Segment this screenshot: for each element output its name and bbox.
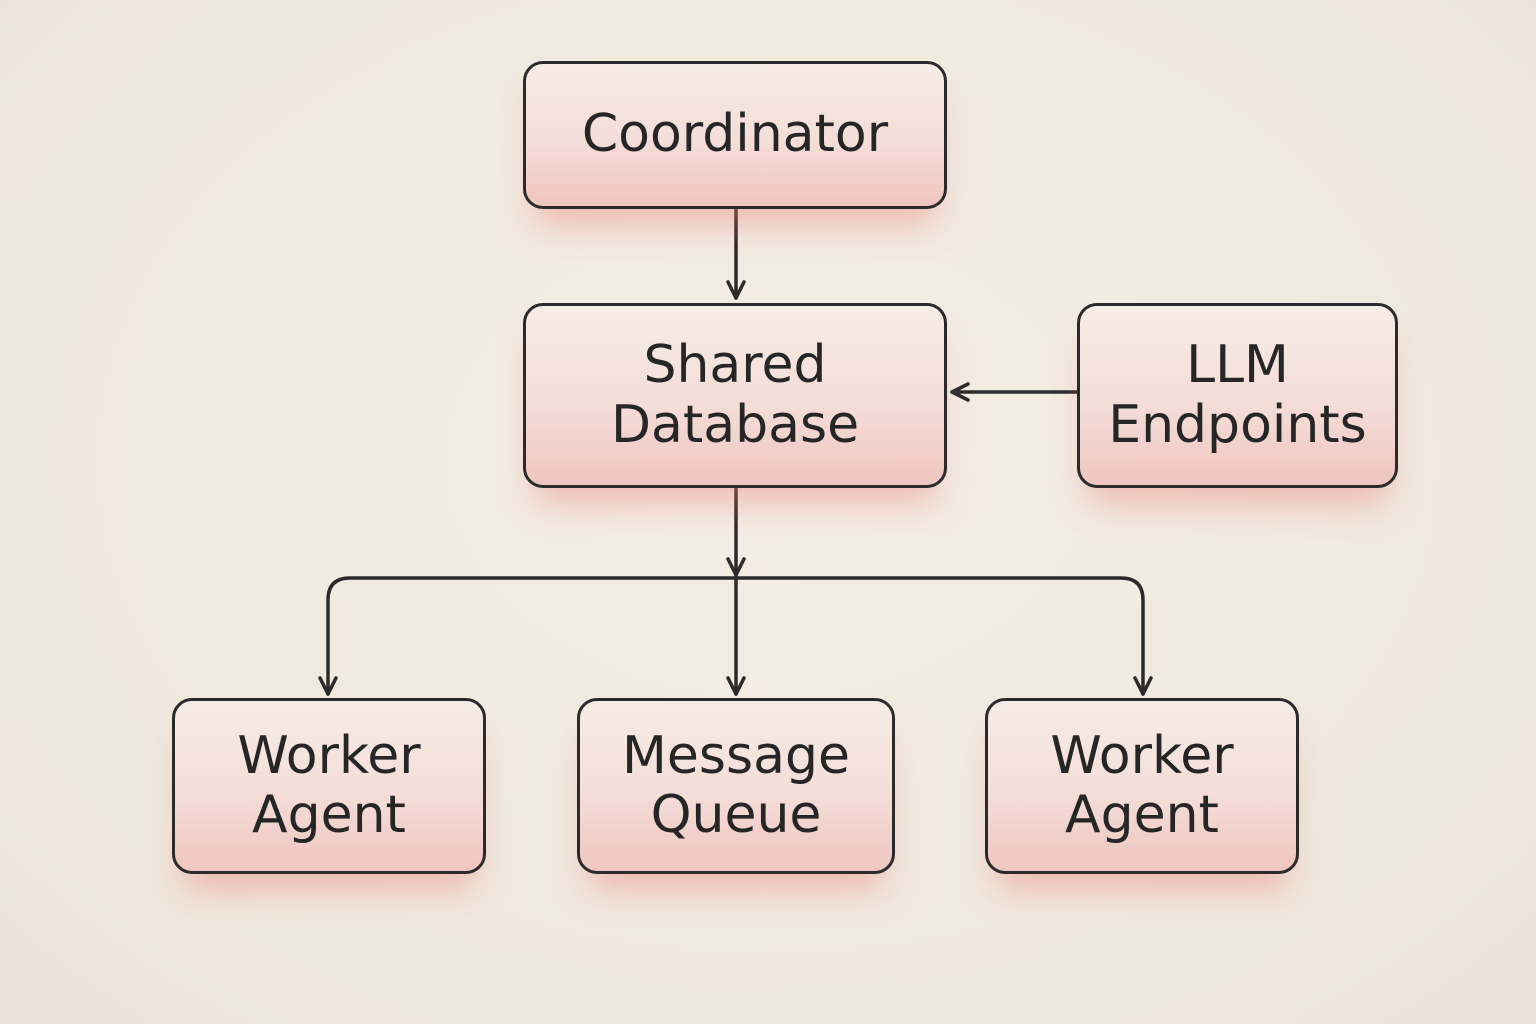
shared-database-node: Shared Database [523,303,947,488]
llm-endpoints-label-line-2: Endpoints [1108,394,1367,455]
worker-agent-2-label-line-2: Agent [1065,785,1219,845]
coordinator-label: Coordinator [581,104,889,165]
message-queue-label-line-2: Queue [650,785,822,845]
llm-endpoints-label-line-1: LLM [1186,335,1289,396]
edge-shared-database-to-worker-agent-2 [734,576,1153,696]
shared-database-label-line-2: Database [610,394,860,455]
edge-shared-database-to-worker-agent-1 [318,576,738,696]
llm-endpoints-node: LLM Endpoints [1077,303,1398,488]
worker-agent-node-1: Worker Agent [172,698,486,874]
coordinator-node: Coordinator [523,61,947,209]
message-queue-label-line-1: Message [622,725,850,786]
worker-agent-node-2: Worker Agent [985,698,1299,874]
worker-agent-1-label-line-1: Worker [237,725,421,786]
worker-agent-2-label-line-1: Worker [1050,725,1234,786]
worker-agent-1-label-line-2: Agent [252,785,406,845]
shared-database-label-line-1: Shared [643,335,827,396]
message-queue-node: Message Queue [577,698,895,874]
